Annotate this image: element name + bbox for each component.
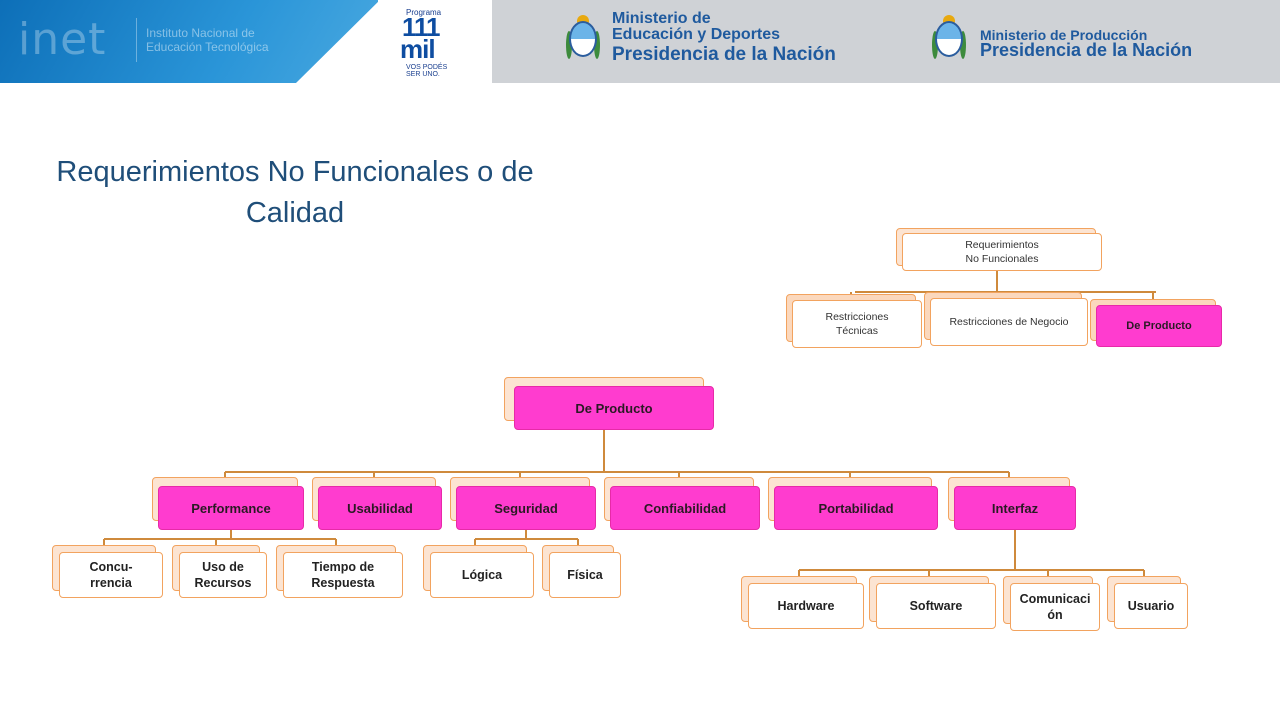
leaf-usuario-label-line: Usuario: [1127, 599, 1175, 613]
logo-111: 111: [402, 12, 441, 42]
logo-mil: mil: [400, 34, 436, 64]
argentina-seal-icon-2: [932, 15, 966, 65]
inet-logo-separator: [136, 18, 137, 62]
inet-logo-word: inet: [18, 14, 107, 65]
programa-111mil-logo: Programa 111 mil VOS PODÉS SER UNO.: [398, 8, 482, 78]
leaf-logica-box: Lógica: [430, 552, 534, 598]
leaf-tiempo-de-respuesta-label-line: Tiempo de: [311, 560, 375, 574]
leaf-software-box: Software: [876, 583, 996, 629]
leaf-comunicacion-label-line: Comunicaci: [1019, 592, 1091, 606]
category-usabilidad-label-line: Usabilidad: [347, 500, 413, 516]
leaf-concurrencia-label-line: Concu-: [89, 560, 133, 574]
leaf-usuario-box: Usuario: [1114, 583, 1188, 629]
leaf-concurrencia-label-line: rrencia: [90, 576, 132, 590]
main-root-node-box: De Producto: [514, 386, 714, 430]
category-performance-box: Performance: [158, 486, 304, 530]
header-band: inet Instituto Nacional de Educación Tec…: [0, 0, 1280, 83]
argentina-seal-icon: [566, 15, 600, 65]
category-interfaz-label-line: Interfaz: [991, 500, 1039, 516]
category-usabilidad-box: Usabilidad: [318, 486, 442, 530]
inet-subtitle-line2: Educación Tecnológica: [146, 40, 269, 54]
leaf-concurrencia-box: Concu-rrencia: [59, 552, 163, 598]
category-seguridad-label-line: Seguridad: [494, 500, 558, 516]
programa-111mil-box: [378, 0, 492, 83]
top-root-node-label-line: No Funcionales: [965, 253, 1039, 265]
tagline-line1: VOS PODÉS: [406, 64, 448, 71]
top-root-node-box: Requerimientos No Funcionales: [902, 233, 1102, 271]
inet-logo-subtitle: Instituto Nacional de Educación Tecnológ…: [146, 26, 269, 54]
main-root-node-label-line: De Producto: [575, 400, 653, 416]
leaf-software-label-line: Software: [909, 599, 963, 613]
leaf-tiempo-de-respuesta-box: Tiempo de Respuesta: [283, 552, 403, 598]
category-seguridad-box: Seguridad: [456, 486, 596, 530]
ministerio-educacion-line3: Presidencia de la Nación: [612, 44, 836, 65]
leaf-comunicacion-box: Comunicaci ón: [1010, 583, 1100, 631]
leaf-fisica-box: Física: [549, 552, 621, 598]
leaf-comunicacion-label-line: ón: [1047, 608, 1063, 622]
title-line2: Calidad: [245, 197, 345, 229]
leaf-fisica-label-line: Física: [567, 568, 603, 582]
programa-label: Programa: [406, 8, 442, 17]
ministerio-educacion-line2: Educación y Deportes: [612, 26, 781, 43]
top-child-de-producto-box: De Producto: [1096, 305, 1222, 347]
top-root-node-label-line: Requerimientos: [965, 239, 1039, 251]
leaf-hardware-box: Hardware: [748, 583, 864, 629]
leaf-uso-de-recursos-box: Uso de Recursos: [179, 552, 267, 598]
ministerio-educacion-line1: Ministerio de: [612, 10, 711, 27]
leaf-hardware-label-line: Hardware: [777, 599, 835, 613]
category-performance-label-line: Performance: [191, 500, 271, 516]
top-child-restricciones-negocio-box: Restricciones de Negocio: [930, 298, 1088, 346]
tagline-line2: SER UNO.: [406, 71, 440, 78]
top-child-restricciones-tecnicas-label-line: Restricciones: [825, 311, 889, 323]
leaf-uso-de-recursos-label-line: Recursos: [194, 576, 252, 590]
inet-subtitle-line1: Instituto Nacional de: [146, 26, 255, 40]
logo-tagline: VOS PODÉS SER UNO.: [406, 64, 447, 78]
ministerio-produccion-line2: Presidencia de la Nación: [980, 40, 1193, 60]
ministerio-produccion-line1: Ministerio de Producción: [980, 27, 1148, 43]
title-line1: Requerimientos No Funcionales o de: [56, 156, 534, 188]
leaf-tiempo-de-respuesta-label-line: Respuesta: [311, 576, 375, 590]
leaf-uso-de-recursos-label-line: Uso de: [202, 560, 244, 574]
top-child-restricciones-negocio-label-line: Restricciones de Negocio: [949, 316, 1069, 328]
category-confiabilidad-box: Confiabilidad: [610, 486, 760, 530]
category-interfaz-box: Interfaz: [954, 486, 1076, 530]
category-portabilidad-box: Portabilidad: [774, 486, 938, 530]
slide-title: Requerimientos No Funcionales o de Calid…: [0, 152, 590, 234]
top-child-restricciones-tecnicas-label-line: Técnicas: [835, 325, 878, 337]
category-confiabilidad-label-line: Confiabilidad: [643, 500, 727, 516]
leaf-logica-label-line: Lógica: [461, 568, 503, 582]
category-portabilidad-label-line: Portabilidad: [818, 500, 894, 516]
top-child-de-producto-label-line: De Producto: [1126, 320, 1192, 332]
